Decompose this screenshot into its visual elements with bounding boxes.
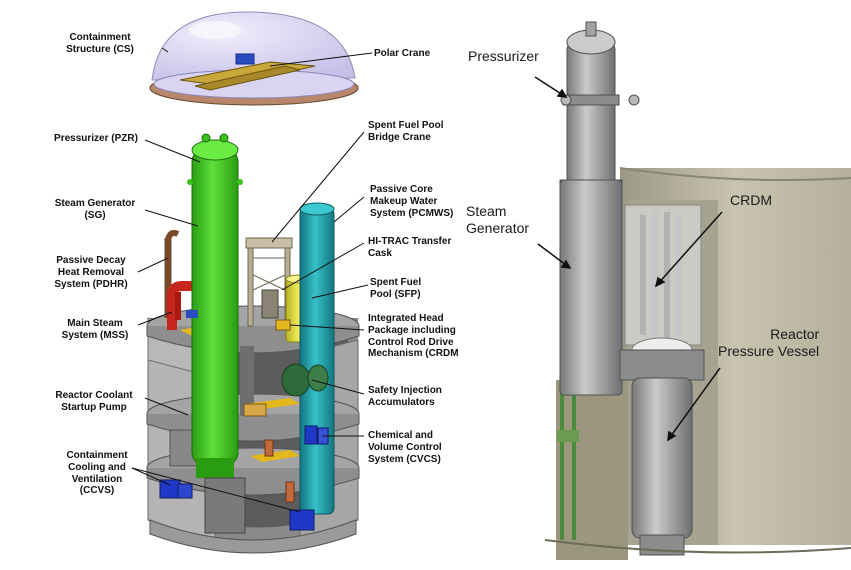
label-pressurizer-pzr: Pressurizer (PZR) (54, 133, 138, 144)
label-ccvs: Containment Cooling and Ventilation (CCV… (66, 450, 128, 497)
label-spent-fuel-bridge-crane: Spent Fuel Pool Bridge Crane (368, 120, 444, 143)
reactor-pedestal (204, 477, 246, 534)
label-spent-fuel-pool: Spent Fuel Pool (SFP) (370, 277, 422, 300)
label-rc-startup-pump: Reactor Coolant Startup Pump (55, 390, 133, 413)
label-reactor-pressure-vessel: Reactor Pressure Vessel (718, 326, 820, 359)
right-arrows (534, 76, 723, 442)
label-main-steam-system: Main Steam System (MSS) (61, 318, 129, 341)
label-containment-structure: Containment Structure (CS) (66, 32, 134, 55)
label-polar-crane: Polar Crane (374, 48, 431, 59)
label-steam-generator-right: Steam Generator (466, 203, 530, 236)
label-cvcs: Chemical and Volume Control System (CVCS… (368, 430, 442, 465)
bridge-crane-frame (245, 237, 293, 327)
label-crdm-right: CRDM (730, 192, 772, 208)
label-steam-generator-sg: Steam Generator (SG) (54, 198, 136, 221)
left-leader-lines (131, 47, 373, 513)
label-pcmws: Passive Core Makeup Water System (PCMWS) (370, 184, 454, 219)
label-safety-injection: Safety Injection Accumulators (368, 385, 442, 408)
label-pressurizer-right: Pressurizer (468, 48, 539, 64)
right-cutaway (544, 21, 851, 560)
accumulators-shape (281, 363, 329, 397)
label-integrated-head-package: Integrated Head Package including Contro… (368, 313, 459, 360)
label-hi-trac-cask: HI-TRAC Transfer Cask (368, 236, 452, 259)
pressurizer-shape (187, 133, 243, 478)
polar-crane-shape (179, 53, 316, 91)
label-pdhr: Passive Decay Heat Removal System (PDHR) (54, 255, 128, 290)
main-steam-piping (167, 281, 196, 330)
